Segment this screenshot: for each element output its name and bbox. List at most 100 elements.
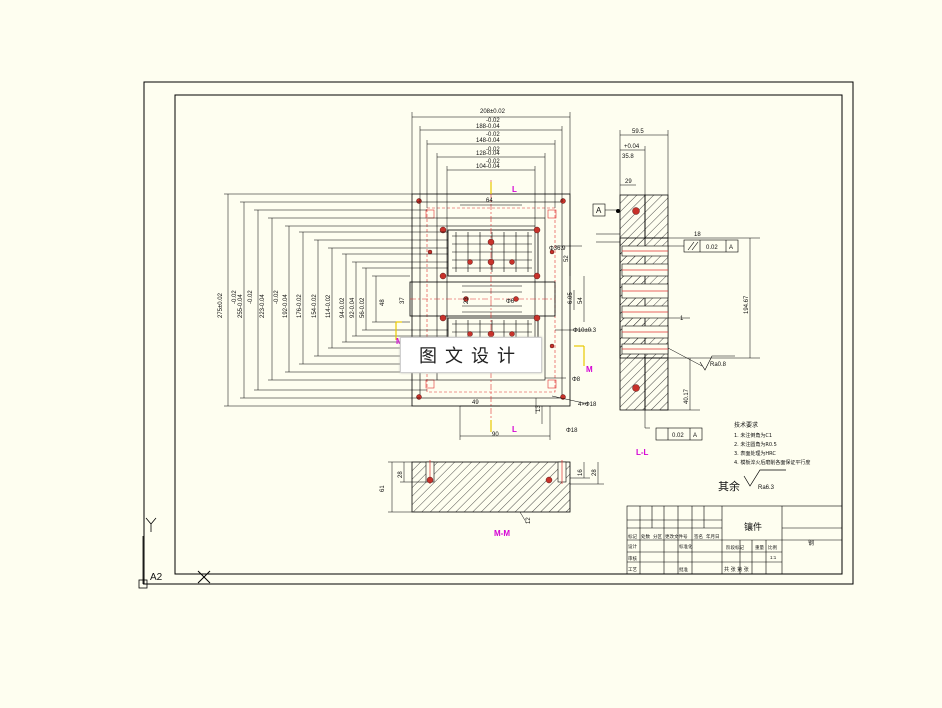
note-4: 4. 模板淬火后磨削各面保证平行度 <box>734 459 810 466</box>
dim-left-11: 94-0.02 <box>340 297 346 318</box>
roughness-prefix: 其余 <box>718 479 740 493</box>
crosshair-icon <box>197 570 211 584</box>
dim-phi18: Φ18 <box>566 428 578 434</box>
plan-view <box>409 180 571 420</box>
tb-material: 钢 <box>808 539 814 547</box>
dim-top-9: 104-0.04 <box>476 164 500 170</box>
dim-18: 18 <box>694 232 701 238</box>
dim-59: 59.5 <box>632 129 644 135</box>
tb-h3: 分区 <box>653 533 662 540</box>
dim-top-1: 208±0.02 <box>480 109 506 115</box>
dim-40: 40.17 <box>684 388 690 404</box>
cut-label-left: M <box>396 337 403 346</box>
bottom-section <box>388 460 604 523</box>
tb-design: 设计 <box>628 543 637 550</box>
left-dimension-lines <box>224 193 448 407</box>
tb-h5: 签名 <box>694 533 703 540</box>
section-mm-label: M-M <box>494 529 510 538</box>
tb-approve: 批准 <box>679 566 688 573</box>
top-dimension-lines <box>411 112 571 226</box>
dim-52: 52 <box>564 255 570 262</box>
dim-top-4: -0.02 <box>486 132 500 138</box>
tb-sheet: 共 张 第 张 <box>724 566 749 573</box>
dim-left-5: 223-0.04 <box>260 294 266 318</box>
cut-label-top: L <box>512 185 517 194</box>
dim-6: 6.05 <box>568 292 574 304</box>
dim-plus004: +0.04 <box>624 144 640 150</box>
dim-48: 48 <box>380 299 386 306</box>
dim-top-6: -0.02 <box>486 147 500 153</box>
dim-left-8: 176-0.02 <box>297 294 303 318</box>
dim-left-10: 114-0.02 <box>326 294 332 318</box>
roughness-symbol-side <box>699 355 735 371</box>
title-block <box>626 505 843 575</box>
plan-bottom-dims <box>459 398 551 440</box>
dim-left-7: 192-0.04 <box>283 294 289 318</box>
note-2: 2. 未注圆角为R0.5 <box>734 441 777 448</box>
side-section <box>596 130 760 429</box>
dim-left-2: -0.02 <box>232 290 238 304</box>
dim-left-12: 92-0.04 <box>350 297 356 318</box>
dim-49: 49 <box>472 400 479 406</box>
inner-frame <box>174 94 843 575</box>
dim-37: 37 <box>400 297 406 304</box>
cut-label-bottom: L <box>512 425 517 434</box>
tb-h4: 更改文件号 <box>665 533 688 540</box>
tol1-ref: A <box>729 245 733 251</box>
dim-left-6: -0.02 <box>274 290 280 304</box>
dim-12: 12 <box>526 517 532 524</box>
tb-ratio: 比例 <box>768 544 777 551</box>
ucs-icon <box>138 517 190 589</box>
plan-right-dims <box>545 230 592 405</box>
dim-top-3: 188-0.04 <box>476 124 500 130</box>
dim-phi6: Φ6 <box>506 299 515 305</box>
dim-left-9: 154-0.02 <box>312 294 318 318</box>
section-ll-label: L-L <box>636 448 649 457</box>
tb-review: 审核 <box>628 555 637 562</box>
dim-194: 194.67 <box>744 295 750 314</box>
dim-61: 61 <box>380 485 386 492</box>
rough-side: Ra0.8 <box>710 362 727 368</box>
dim-phi36: Φ36.9 <box>549 246 566 252</box>
dim-left-4: -0.02 <box>248 290 254 304</box>
tb-standard: 标准化 <box>679 543 693 550</box>
dim-phi10: Φ10±0.3 <box>573 328 597 334</box>
notes-title: 技术要求 <box>734 421 758 429</box>
note-1: 1. 未注倒角为C1 <box>734 432 772 439</box>
dim-1: 1 <box>680 316 684 322</box>
tb-stage: 阶段标记 <box>726 544 744 551</box>
tech-notes: 技术要求 1. 未注倒角为C1 2. 未注圆角为R0.5 3. 表面处理为HRC… <box>734 421 810 466</box>
dim-phi8: Φ8 <box>572 377 581 383</box>
tb-h2: 处数 <box>641 533 650 540</box>
dim-left-1: 275±0.02 <box>218 292 224 318</box>
tol1-value: 0.02 <box>706 245 718 251</box>
watermark-text: 图文设计 <box>419 346 523 367</box>
roughness-value: Ra6.3 <box>758 485 775 491</box>
dim-top-8: -0.02 <box>486 159 500 165</box>
dim-28b: 28 <box>592 469 598 476</box>
outer-frame <box>143 81 854 585</box>
cut-label-right: M <box>586 365 593 374</box>
dim-28a: 28 <box>398 471 404 478</box>
dim-23: 23 <box>464 297 470 304</box>
tolerance-frame-2: 0.02 A <box>655 427 703 441</box>
cut-marks <box>395 182 585 432</box>
dim-left-3: 255-0.04 <box>238 294 244 318</box>
dim-left-13: 56-0.02 <box>360 297 366 318</box>
tb-process: 工艺 <box>628 567 637 573</box>
roughness-general: 其余 Ra6.3 <box>718 469 786 493</box>
dim-16: 16 <box>578 469 584 476</box>
tol2-value: 0.02 <box>672 433 684 439</box>
tb-h1: 标记 <box>628 533 637 540</box>
tolerance-frame-1: 0.02 A <box>668 239 739 253</box>
note-3: 3. 表面处理为HRC <box>734 450 776 457</box>
dim-90: 90 <box>492 432 499 438</box>
dim-top-5: 148-0.04 <box>476 138 500 144</box>
dim-54: 54 <box>578 297 584 304</box>
dim-29: 29 <box>625 179 632 185</box>
tb-part-name: 镶件 <box>744 521 762 533</box>
ucs-x-label: A2 <box>150 572 163 583</box>
tb-weight: 重量 <box>755 544 764 551</box>
dim-64: 64 <box>486 198 493 204</box>
